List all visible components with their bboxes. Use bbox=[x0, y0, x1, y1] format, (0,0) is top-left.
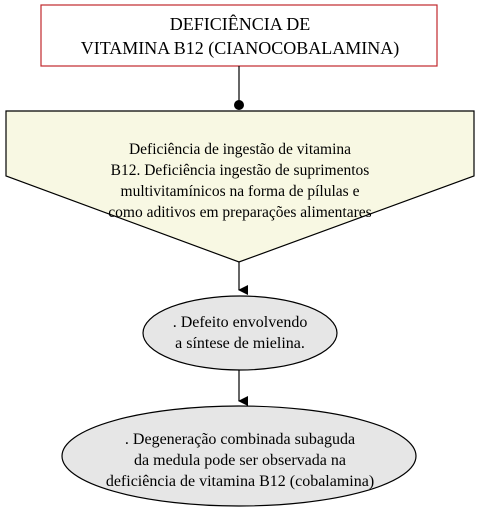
effect-2-ellipse bbox=[61, 405, 417, 507]
title-box bbox=[40, 4, 438, 67]
effect-1-ellipse bbox=[142, 295, 338, 371]
effect-2-text: . Degeneração combinada subaguda da medu… bbox=[105, 430, 375, 490]
cause-pentagon bbox=[5, 110, 475, 263]
effect-1-text: . Defeito envolvendo a síntese de mielin… bbox=[172, 314, 308, 352]
connector-dot bbox=[234, 100, 244, 110]
diagram-title: DEFICIÊNCIA DE VITAMINA B12 (CIANOCOBALA… bbox=[80, 14, 400, 58]
cause-text: Deficiência de ingestão de vitamina B12.… bbox=[108, 141, 372, 221]
